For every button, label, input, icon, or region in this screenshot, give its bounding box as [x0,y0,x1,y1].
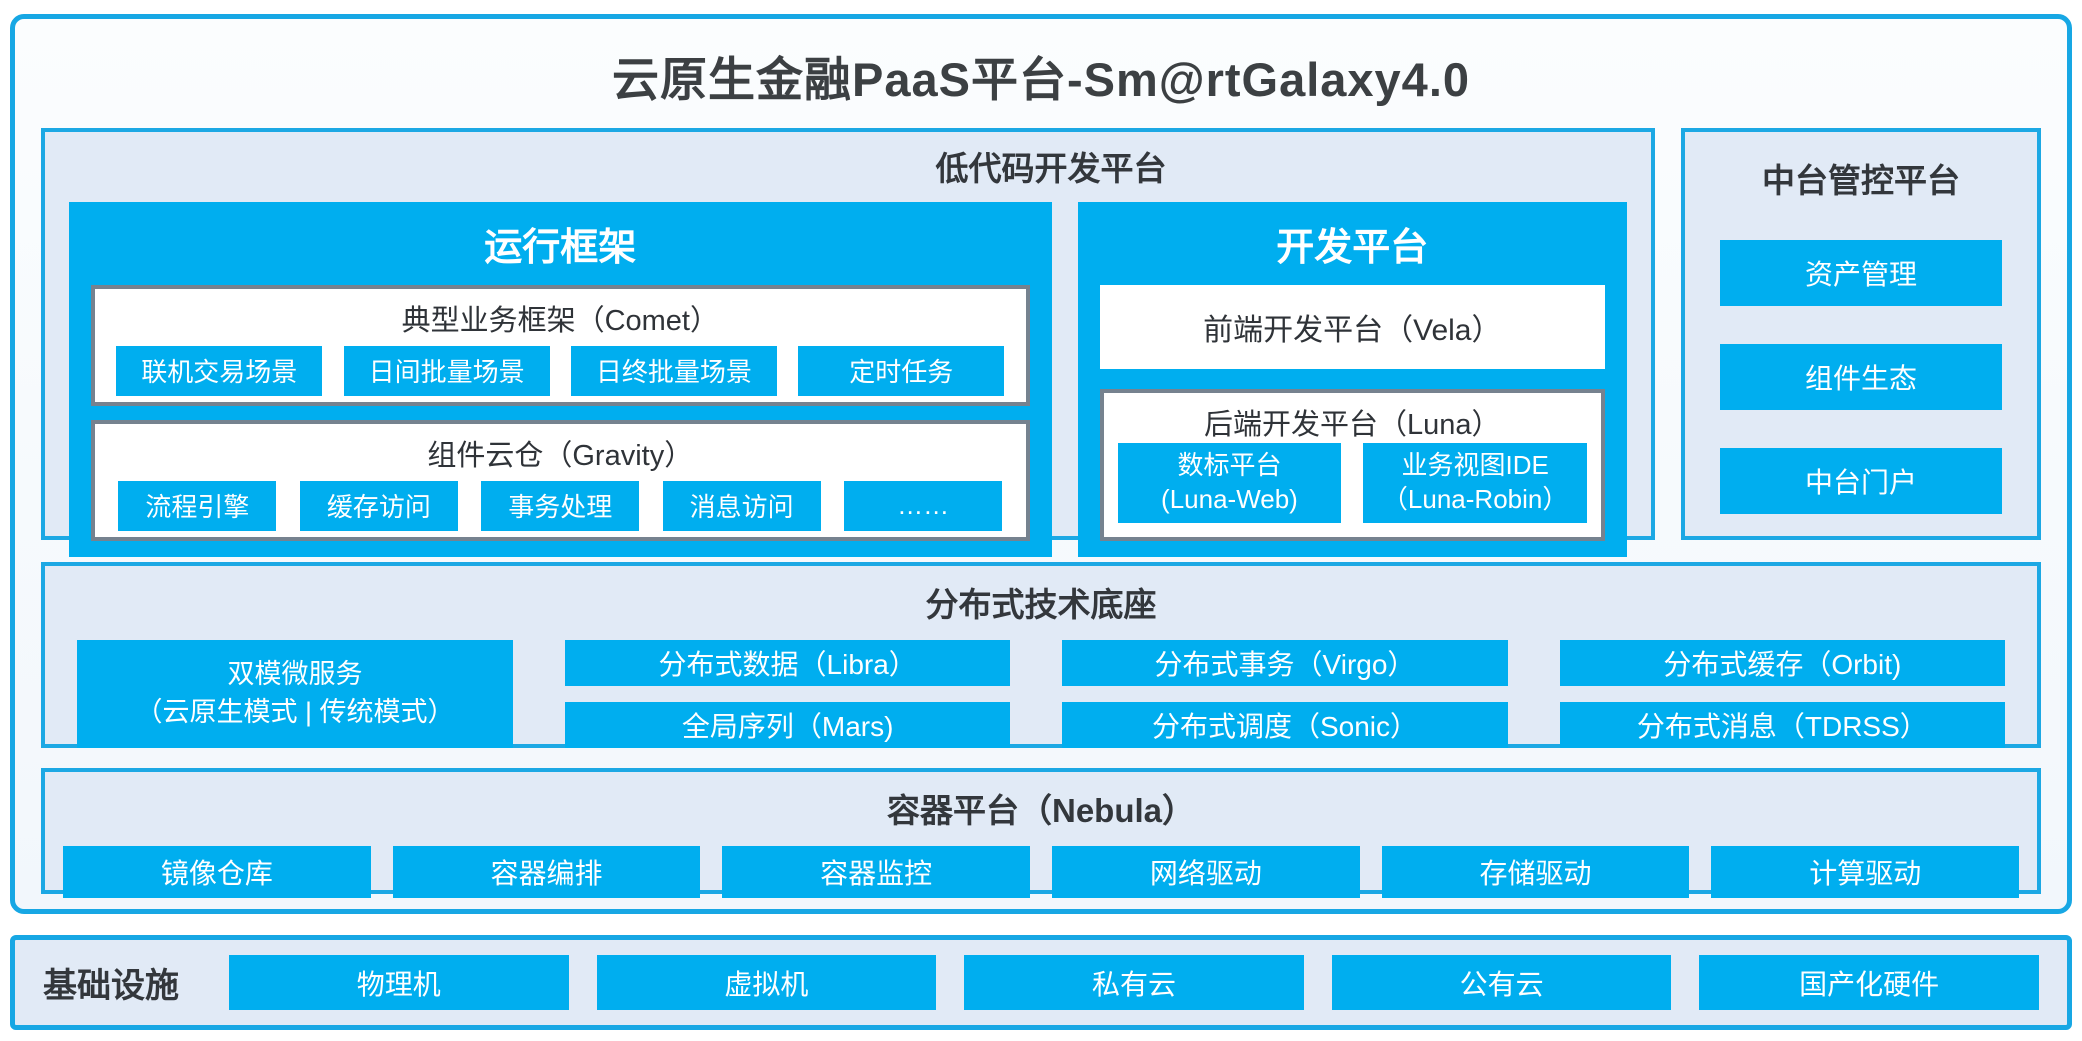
mid-platform-title: 中台管控平台 [1762,162,1960,199]
mid-platform-item: 中台门户 [1720,448,2002,514]
distributed-base-title: 分布式技术底座 [925,586,1157,623]
luna-backend-box: 后端开发平台（Luna） 数标平台 (Luna-Web) 业务视图IDE （Lu… [1099,389,1605,541]
lowcode-platform-title: 低代码开发平台 [935,150,1167,187]
comet-items-row: 联机交易场景 日间批量场景 日终批量场景 定时任务 [95,339,1026,402]
dual-mode-microservice-box: 双模微服务 （云原生模式 | 传统模式） [77,640,513,748]
container-item: 计算驱动 [1711,846,2020,898]
comet-item: 日终批量场景 [570,345,777,396]
container-item: 存储驱动 [1381,846,1690,898]
gravity-item: 事务处理 [481,480,640,531]
gravity-item: 消息访问 [662,480,821,531]
luna-robin-line2: （Luna-Robin） [1381,484,1569,514]
gravity-items-row: 流程引擎 缓存访问 事务处理 消息访问 …… [95,474,1026,537]
distributed-grid: 双模微服务 （云原生模式 | 传统模式） 分布式数据（Libra） 分布式事务（… [77,640,2005,748]
infrastructure-section: 基础设施 物理机 虚拟机 私有云 公有云 国产化硬件 [10,935,2072,1030]
infrastructure-title: 基础设施 [43,967,179,1005]
luna-web-item: 数标平台 (Luna-Web) [1117,443,1342,523]
container-platform-title: 容器平台（Nebula） [886,792,1196,829]
infrastructure-item: 公有云 [1331,955,1672,1010]
distributed-item: 分布式调度（Sonic） [1062,702,1508,748]
dual-mode-line1: 双模微服务 [227,659,363,690]
gravity-item: 缓存访问 [299,480,458,531]
luna-title: 后端开发平台（Luna） [1204,409,1501,441]
dev-platform-section: 开发平台 前端开发平台（Vela） 后端开发平台（Luna） 数标平台 (Lun… [1077,202,1627,557]
gravity-item-ellipsis: …… [844,480,1003,531]
infrastructure-item: 虚拟机 [596,955,937,1010]
distributed-item: 分布式事务（Virgo） [1062,640,1508,686]
dual-mode-line2: （云原生模式 | 传统模式） [135,697,455,727]
mid-platform-section: 中台管控平台 资产管理 组件生态 中台门户 [1681,128,2041,540]
comet-item: 定时任务 [798,345,1005,396]
mid-platform-item: 组件生态 [1720,344,2002,410]
container-item: 容器监控 [722,846,1031,898]
distributed-item: 分布式消息（TDRSS） [1559,702,2005,748]
lowcode-content: 运行框架 典型业务框架（Comet） 联机交易场景 日间批量场景 日终批量场景 … [45,190,1651,579]
luna-items-row: 数标平台 (Luna-Web) 业务视图IDE （Luna-Robin） [1117,443,1587,523]
comet-item: 日间批量场景 [343,345,550,396]
container-platform-section: 容器平台（Nebula） 镜像仓库 容器编排 容器监控 网络驱动 存储驱动 计算… [41,768,2041,898]
dev-platform-title: 开发平台 [1276,227,1429,269]
runtime-framework-title: 运行框架 [484,227,637,269]
vela-frontend-box: 前端开发平台（Vela） [1099,285,1605,369]
comet-item: 联机交易场景 [116,345,323,396]
container-item: 网络驱动 [1052,846,1360,898]
container-item: 镜像仓库 [63,846,371,898]
gravity-title: 组件云仓（Gravity） [427,440,694,472]
distributed-item: 分布式缓存（Orbit) [1559,640,2005,686]
distributed-base-section: 分布式技术底座 双模微服务 （云原生模式 | 传统模式） 分布式数据（Libra… [41,562,2041,748]
luna-robin-line1: 业务视图IDE [1401,450,1549,481]
page-title: 云原生金融PaaS平台-Sm@rtGalaxy4.0 [611,53,1471,106]
container-item: 容器编排 [392,846,701,898]
infrastructure-item: 私有云 [964,955,1304,1010]
luna-web-line1: 数标平台 [1177,450,1282,481]
runtime-framework-section: 运行框架 典型业务框架（Comet） 联机交易场景 日间批量场景 日终批量场景 … [69,202,1052,557]
infrastructure-item: 物理机 [229,955,569,1010]
gravity-warehouse-box: 组件云仓（Gravity） 流程引擎 缓存访问 事务处理 消息访问 …… [91,420,1030,541]
top-row: 低代码开发平台 运行框架 典型业务框架（Comet） 联机交易场景 日间批量场景… [41,128,2041,557]
distributed-item: 分布式数据（Libra） [565,640,1011,686]
luna-robin-item: 业务视图IDE （Luna-Robin） [1363,443,1587,523]
lowcode-platform-section: 低代码开发平台 运行框架 典型业务框架（Comet） 联机交易场景 日间批量场景… [41,128,1655,557]
distributed-item: 全局序列（Mars) [565,702,1011,748]
luna-web-line2: (Luna-Web) [1161,484,1298,514]
container-items-row: 镜像仓库 容器编排 容器监控 网络驱动 存储驱动 计算驱动 [63,846,2020,898]
gravity-item: 流程引擎 [118,480,277,531]
mid-platform-item: 资产管理 [1720,240,2002,306]
comet-title: 典型业务框架（Comet） [401,305,719,337]
infrastructure-item: 国产化硬件 [1699,955,2039,1010]
comet-framework-box: 典型业务框架（Comet） 联机交易场景 日间批量场景 日终批量场景 定时任务 [91,285,1030,406]
main-panel: 云原生金融PaaS平台-Sm@rtGalaxy4.0 低代码开发平台 运行框架 … [10,14,2072,914]
